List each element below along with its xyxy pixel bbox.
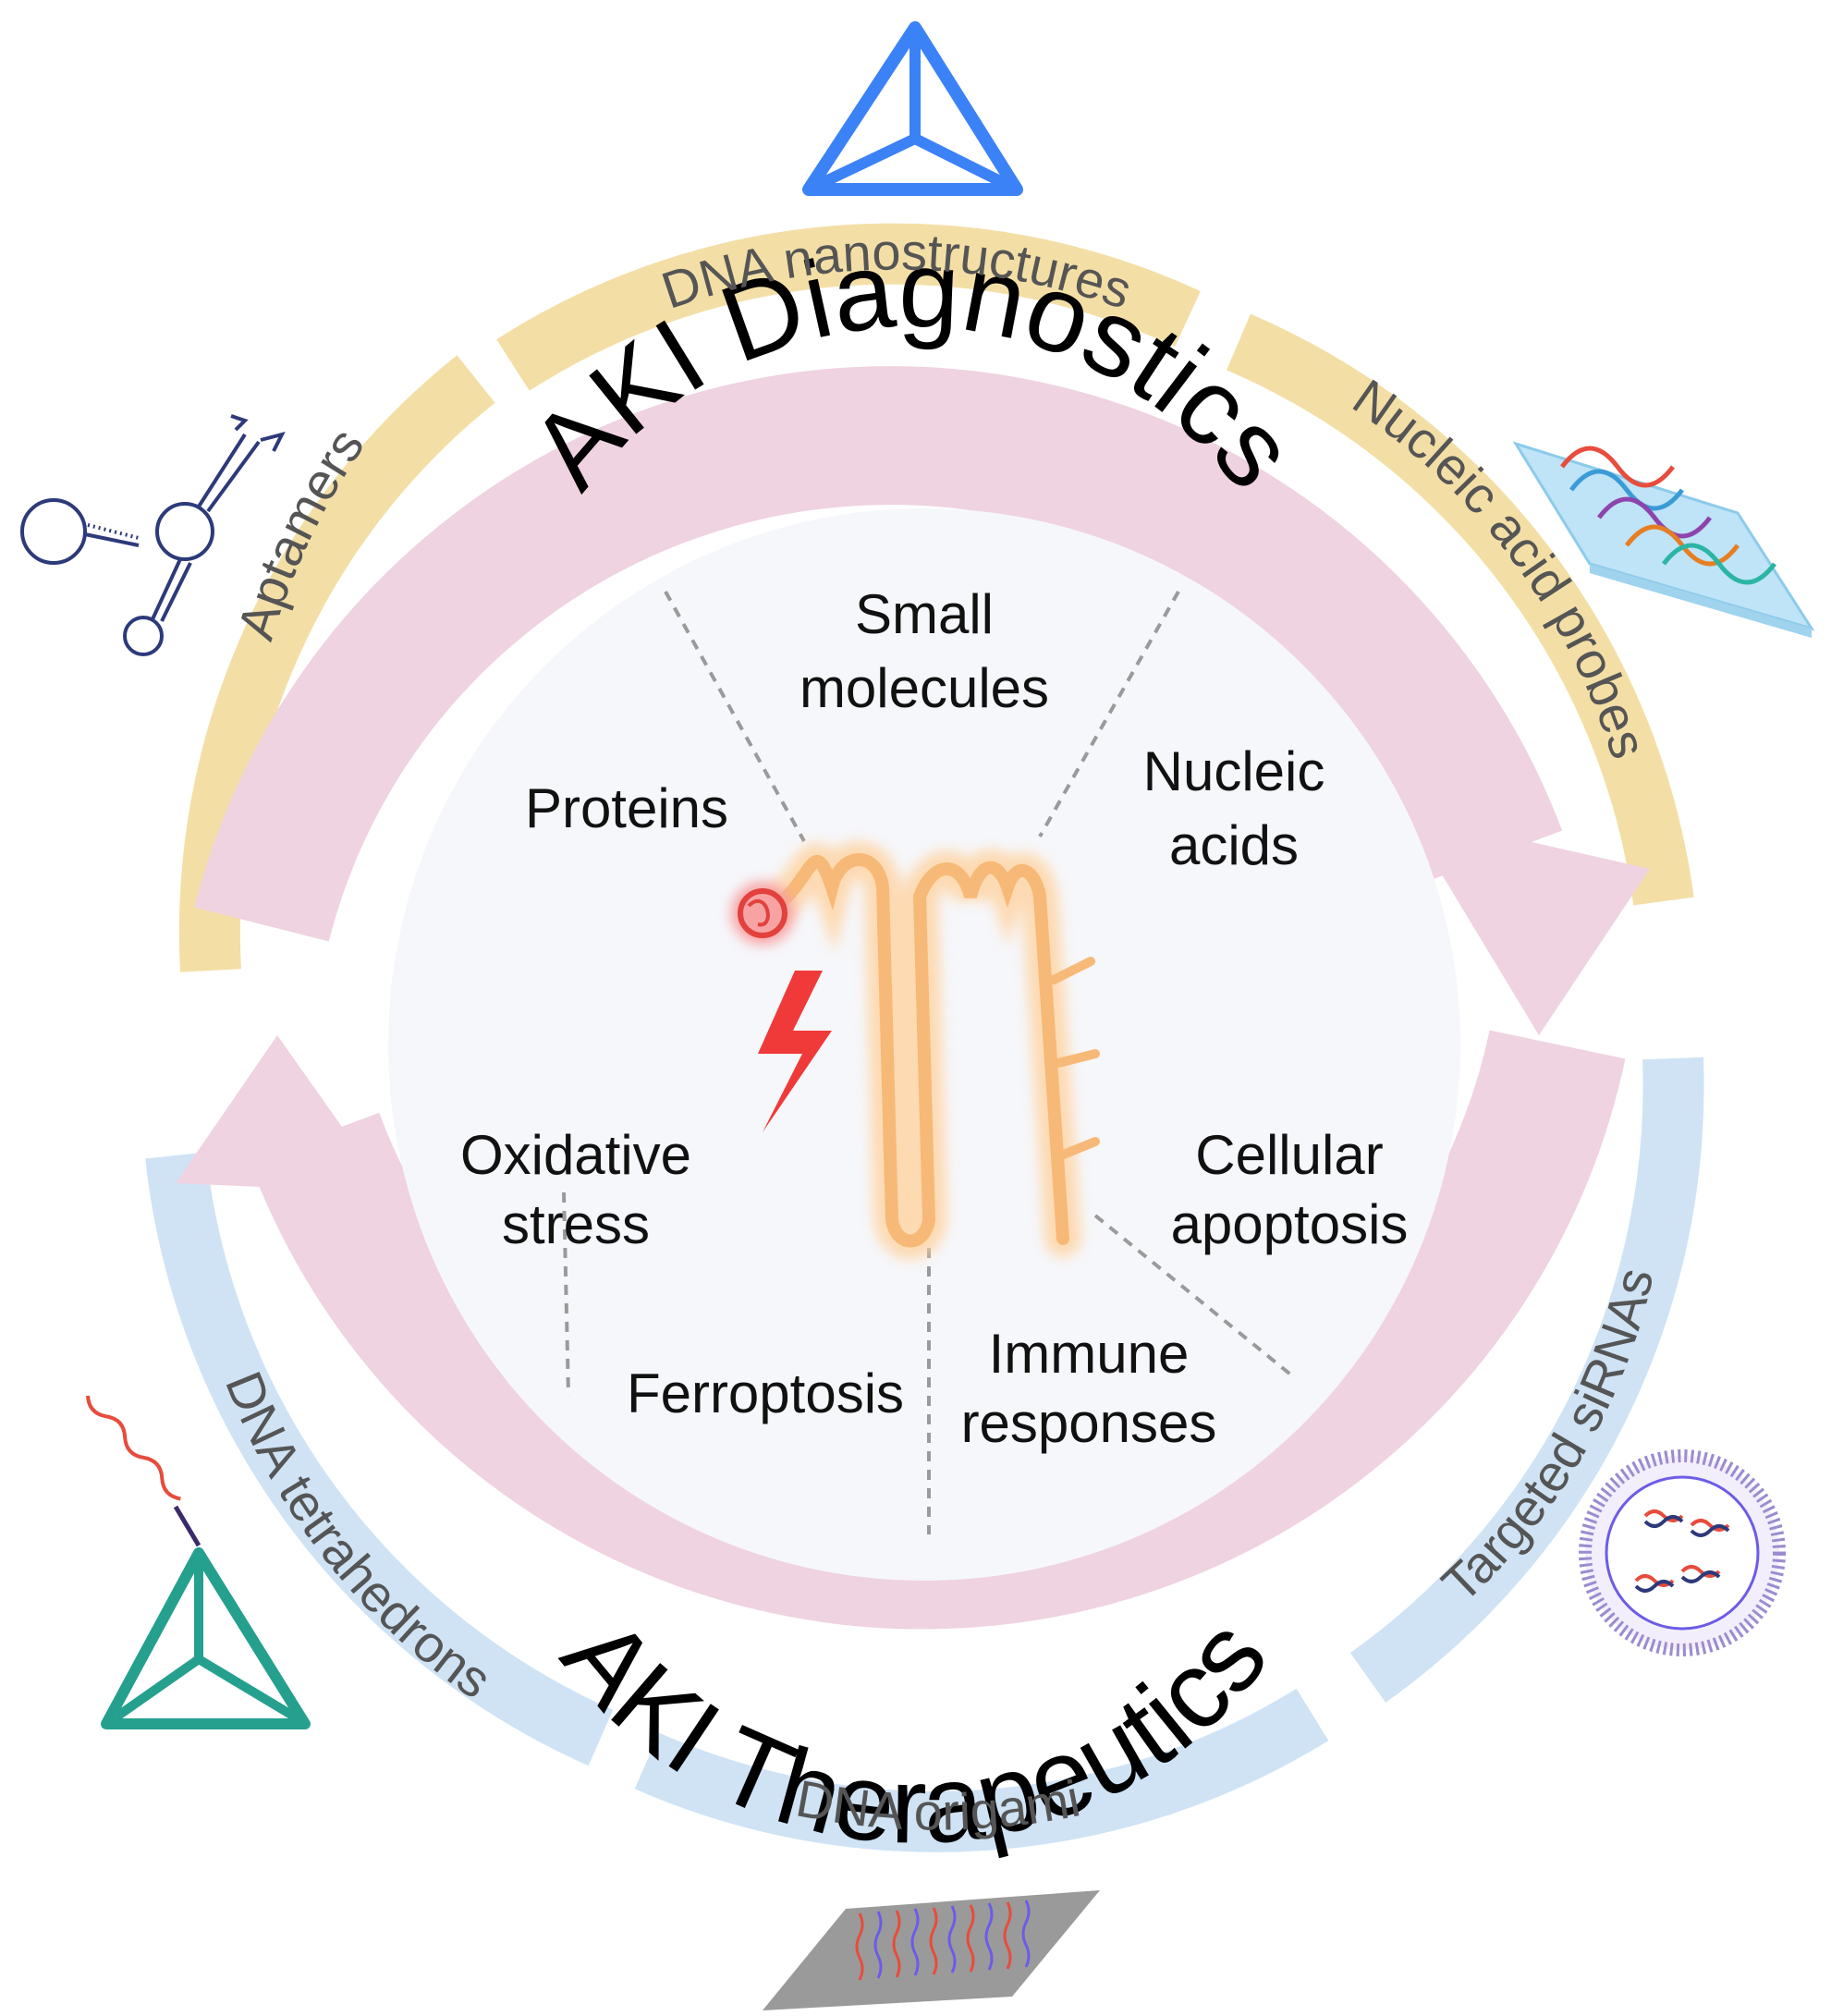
aptamer-icon (20, 414, 286, 656)
target-cellular-label: Cellular (1195, 1124, 1383, 1186)
target-oxidative-label: Oxidative (460, 1124, 691, 1186)
diagnostics-arrow (194, 366, 1650, 1035)
therapeutic-tool-bands (145, 1057, 1704, 1852)
dna-tetrahedron-icon (86, 1395, 311, 1729)
target-stress-label: stress (502, 1193, 650, 1255)
sirna-liposome-icon (1579, 1449, 1786, 1656)
dna-nanostructures-band (496, 223, 1201, 391)
target-nucleic-label: Nucleic (1143, 740, 1325, 802)
kidney-nephron-icon (731, 841, 1100, 1260)
diagnostic-targets: Small molecules Proteins Nucleic acids (525, 583, 1324, 876)
target-acids-label: acids (1169, 814, 1299, 876)
nucleic-acid-probe-chip-icon (1512, 441, 1815, 638)
separator-lines (562, 591, 1296, 1534)
dna-tetrahedrons-band (145, 1152, 614, 1766)
target-ferroptosis-label: Ferroptosis (627, 1362, 904, 1424)
nucleic-acid-probes-band (1226, 313, 1694, 906)
target-apoptosis-label: apoptosis (1171, 1193, 1409, 1255)
target-responses-label: responses (961, 1392, 1217, 1454)
target-immune-label: Immune (989, 1323, 1190, 1385)
target-small-label: Small (855, 583, 994, 645)
tetrahedron-icon (802, 21, 1023, 196)
target-molecules-label: molecules (800, 657, 1049, 719)
dna-origami-icon (763, 1890, 1100, 2010)
targeted-sirnas-band (1349, 1057, 1704, 1703)
therapeutic-targets: Oxidative stress Cellular apoptosis Ferr… (460, 1124, 1408, 1454)
target-proteins-label: Proteins (525, 777, 728, 839)
lightning-icon (758, 971, 832, 1132)
dna-origami-band (634, 1688, 1329, 1852)
